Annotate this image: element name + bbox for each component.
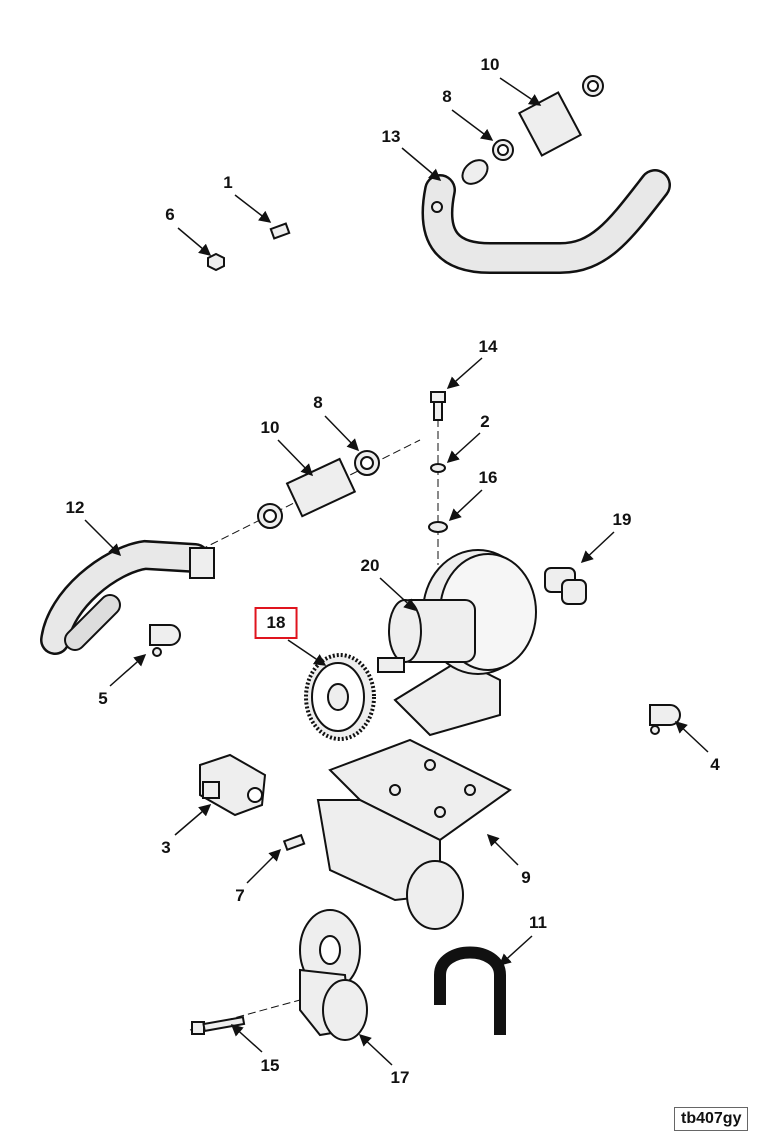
callout-9: 9	[521, 868, 531, 887]
callout-7: 7	[235, 886, 245, 905]
bracket-9	[316, 738, 512, 930]
elbow-19	[544, 567, 587, 605]
clip-5	[149, 624, 181, 657]
tensioner-17	[299, 909, 368, 1041]
callout-6: 6	[165, 205, 175, 224]
callout-10: 10	[260, 418, 280, 437]
hose-10-mid	[285, 457, 357, 518]
callout-10: 10	[480, 55, 500, 74]
clip-4	[649, 704, 681, 735]
callout-19: 19	[612, 510, 632, 529]
callout-15: 15	[260, 1056, 280, 1075]
callout-2: 2	[480, 412, 490, 431]
callout-11: 11	[529, 913, 547, 932]
callout-17: 17	[390, 1068, 410, 1087]
callout-3: 3	[161, 838, 171, 857]
callout-8: 8	[313, 393, 323, 412]
callout-20: 20	[360, 556, 380, 575]
bolt-14	[430, 391, 446, 421]
clamp-8-mid	[354, 450, 380, 476]
callout-4: 4	[710, 755, 720, 774]
clamp-mid-left	[257, 503, 283, 529]
washer-16	[428, 521, 448, 533]
pulley-18	[304, 653, 376, 741]
hose-10-top	[517, 91, 583, 157]
callout-14: 14	[478, 337, 498, 356]
callout-12: 12	[65, 498, 85, 517]
callout-13: 13	[381, 127, 401, 146]
bolt-7	[282, 833, 306, 852]
bolt-1	[269, 222, 291, 240]
callout-18-highlighted[interactable]: 18	[254, 607, 298, 639]
bolt-15	[191, 1015, 246, 1035]
pump-20	[377, 549, 537, 737]
leader-arrows	[84, 77, 709, 1066]
callout-5: 5	[98, 689, 108, 708]
belt-11	[434, 946, 506, 1035]
tube-13	[421, 159, 671, 274]
washer-2	[430, 463, 446, 473]
callout-8: 8	[442, 87, 452, 106]
callout-16: 16	[478, 468, 498, 487]
nut-6	[207, 252, 225, 272]
figure-id-tag: tb407gy	[674, 1107, 749, 1131]
callout-1: 1	[223, 173, 233, 192]
clamp-top-right	[582, 75, 604, 97]
tee-3	[199, 753, 267, 817]
pipe-12	[40, 539, 215, 655]
clamp-8-top	[492, 139, 514, 161]
